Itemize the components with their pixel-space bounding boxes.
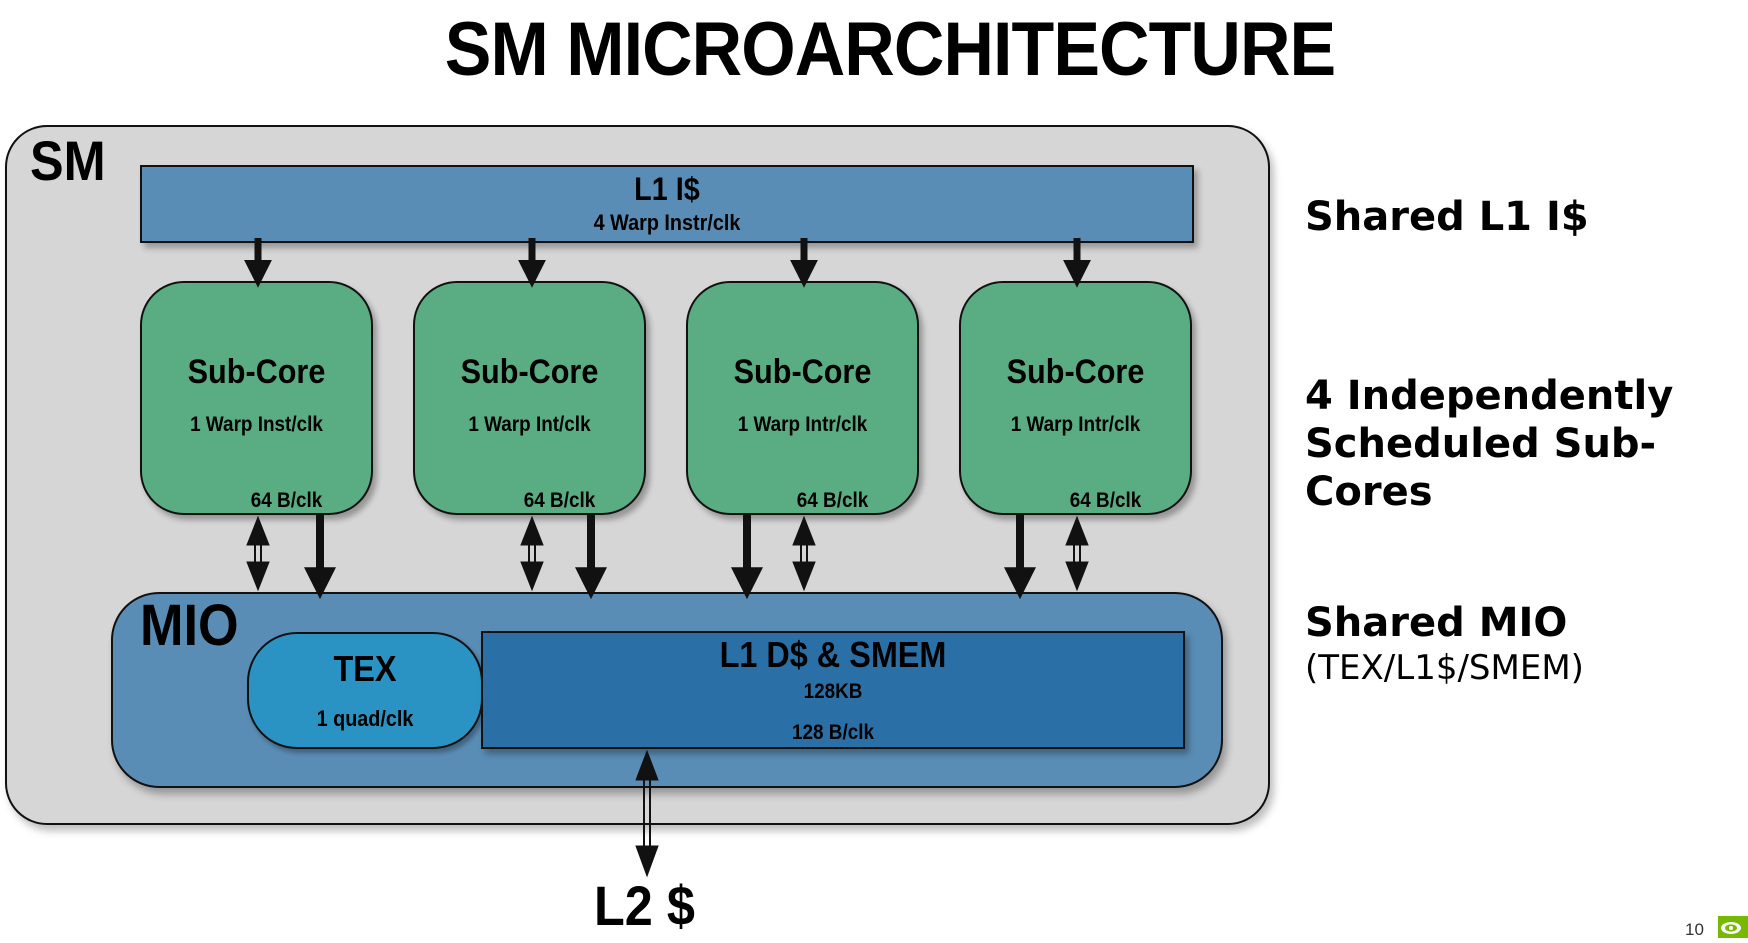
annotation-shared-mio: Shared MIO <box>1305 600 1568 646</box>
slide-title: SM MICROARCHITECTURE <box>444 7 1336 92</box>
sub-core-label: Sub-Core <box>733 353 872 391</box>
sub-core-label: Sub-Core <box>187 353 326 391</box>
tex-label: TEX <box>333 648 397 689</box>
subcore-to-mio-arrows <box>304 515 1036 600</box>
bidirectional-arrow-icon <box>1065 515 1089 592</box>
sub-core-2: Sub-Core 1 Warp Int/clk 64 B/clk <box>413 281 646 515</box>
sub-core-bandwidth: 64 B/clk <box>1069 489 1142 512</box>
annotation-subcores-line1: 4 Independently <box>1305 373 1674 419</box>
bidirectional-arrows <box>246 515 1089 878</box>
sub-core-label: Sub-Core <box>460 353 599 391</box>
annotation-shared-l1i: Shared L1 I$ <box>1305 194 1589 240</box>
l1d-bandwidth: 128 B/clk <box>792 721 874 744</box>
sub-core-bandwidth: 64 B/clk <box>250 489 323 512</box>
page-number: 10 <box>1685 920 1704 939</box>
l1d-l2-bidirectional-arrow-icon <box>635 749 659 878</box>
l1-instruction-cache: L1 I$ 4 Warp Instr/clk <box>140 165 1194 243</box>
l2-cache-label: L2 $ <box>594 874 695 937</box>
sub-core-rate: 1 Warp Inst/clk <box>190 413 323 436</box>
mio-label: MIO <box>140 593 239 658</box>
sub-core-bandwidth: 64 B/clk <box>523 489 596 512</box>
l1i-to-subcore-arrows <box>244 238 1091 288</box>
tex-unit: TEX 1 quad/clk <box>247 632 483 749</box>
l1-data-cache-smem: L1 D$ & SMEM 128KB 128 B/clk <box>481 631 1185 749</box>
annotation-subcores-line2: Scheduled Sub-Cores <box>1305 421 1657 515</box>
tex-rate: 1 quad/clk <box>316 706 414 731</box>
l1d-size: 128KB <box>803 680 863 703</box>
annotation-shared-mio-sub: (TEX/L1$/SMEM) <box>1305 648 1584 688</box>
sub-core-4: Sub-Core 1 Warp Intr/clk 64 B/clk <box>959 281 1192 515</box>
sub-core-label: Sub-Core <box>1006 353 1145 391</box>
sub-core-3: Sub-Core 1 Warp Intr/clk 64 B/clk <box>686 281 919 515</box>
l1i-rate: 4 Warp Instr/clk <box>593 210 741 235</box>
bidirectional-arrow-icon <box>520 515 544 592</box>
l1i-label: L1 I$ <box>634 171 700 207</box>
bidirectional-arrow-icon <box>792 515 816 592</box>
l1d-label: L1 D$ & SMEM <box>719 634 947 675</box>
sub-core-rate: 1 Warp Intr/clk <box>1010 413 1141 436</box>
sub-core-bandwidth: 64 B/clk <box>796 489 869 512</box>
nvidia-logo-icon <box>1718 916 1748 943</box>
sub-core-rate: 1 Warp Int/clk <box>468 413 591 436</box>
sm-label: SM <box>30 129 106 192</box>
sub-core-1: Sub-Core 1 Warp Inst/clk 64 B/clk <box>140 281 373 515</box>
bidirectional-arrow-icon <box>246 515 270 592</box>
sub-core-rate: 1 Warp Intr/clk <box>737 413 868 436</box>
